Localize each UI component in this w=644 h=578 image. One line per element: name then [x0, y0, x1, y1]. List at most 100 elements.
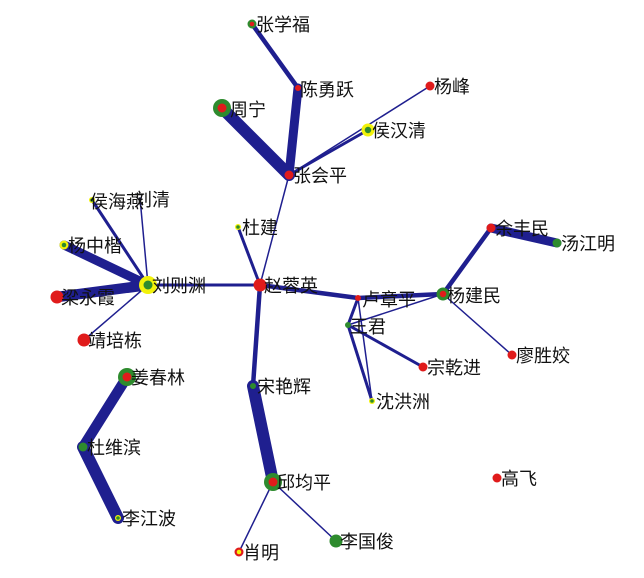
node-label-liuqing: 刘清 — [134, 190, 170, 211]
edge-yujianmin-yufengmin — [440, 225, 494, 297]
node-core-yuzhongkai — [61, 242, 67, 248]
node-core-zhanghuiping — [286, 172, 292, 178]
node-jiangchunlin[interactable]: 姜春林 — [118, 368, 185, 389]
node-label-zhangxuefu: 张学福 — [256, 15, 310, 36]
node-label-lijiangbo: 李江波 — [122, 509, 176, 530]
node-core-dujian — [236, 225, 240, 229]
edge-wangjun-shenhongzhou — [346, 323, 374, 403]
node-tangjiangming[interactable]: 汤江明 — [552, 234, 616, 255]
node-yuzhangping[interactable]: 卢章平 — [355, 290, 416, 311]
node-houhanqing[interactable]: 侯汉清 — [361, 121, 427, 142]
node-label-dujian: 杜建 — [242, 218, 278, 239]
node-label-xiaoming: 肖明 — [243, 543, 279, 564]
node-label-liangyongxia: 梁永霞 — [61, 288, 115, 309]
node-label-duweibin: 杜维滨 — [87, 438, 141, 459]
node-core-xiaoming — [236, 549, 242, 555]
node-lijiangbo[interactable]: 李江波 — [115, 509, 176, 530]
node-core-zhangxuefu — [249, 21, 255, 27]
node-core-shenhongzhou — [370, 399, 374, 403]
node-yufengmin[interactable]: 余丰民 — [486, 219, 550, 240]
node-core-liangyongxia — [53, 293, 61, 301]
edge-yuzhangping-shenhongzhou — [357, 297, 373, 402]
node-core-duweibin — [80, 444, 86, 450]
node-label-liuzeyuan: 刘则渊 — [152, 276, 206, 297]
node-label-jiangchunlin: 姜春林 — [131, 368, 185, 389]
node-core-tangjiangming — [554, 240, 560, 246]
node-liuzeyuan[interactable]: 刘则渊 — [139, 276, 206, 297]
edge-wangjun-zongqianjin — [346, 323, 425, 369]
node-core-gaofei — [494, 475, 500, 481]
node-label-songyanhui: 宋艳辉 — [257, 377, 311, 398]
node-label-jingpeidong: 靖培栋 — [88, 331, 142, 352]
node-jingpeidong[interactable]: 靖培栋 — [77, 331, 143, 352]
edge-chenyongyue-zhanghuiping — [284, 83, 303, 180]
node-core-houhaiyan — [90, 198, 94, 202]
node-gaofei[interactable]: 高飞 — [492, 469, 538, 490]
node-label-yujianmin: 杨建民 — [447, 286, 501, 307]
node-core-chenyongyue — [296, 86, 300, 90]
edge-jiangchunlin-duweibin — [77, 371, 133, 453]
node-songyanhui[interactable]: 宋艳辉 — [250, 377, 311, 398]
node-core-wangjun — [346, 323, 350, 327]
edge-zhaoyunying-yuzhangping — [257, 282, 361, 301]
node-xiaoming[interactable]: 肖明 — [234, 543, 280, 564]
edge-yuzhangping-wangjun — [346, 296, 360, 327]
edge-zhangxuefu-chenyongyue — [249, 21, 301, 91]
node-label-yangfeng: 杨峰 — [434, 77, 470, 98]
node-core-zongqianjin — [420, 364, 426, 370]
edge-liuqing-liuzeyuan — [139, 197, 149, 286]
node-dujian[interactable]: 杜建 — [235, 218, 278, 239]
node-shenhongzhou[interactable]: 沈洪洲 — [369, 392, 430, 413]
node-label-houhanqing: 侯汉清 — [372, 121, 426, 142]
node-liguojun[interactable]: 李国俊 — [329, 532, 395, 553]
edge-liangyongxia-liuzeyuan — [51, 279, 154, 303]
node-yangfeng[interactable]: 杨峰 — [425, 77, 471, 98]
edges-layer — [51, 21, 562, 553]
node-label-shenhongzhou: 沈洪洲 — [376, 392, 430, 413]
node-label-liguojun: 李国俊 — [340, 532, 394, 553]
node-liuqing[interactable]: 刘清 — [134, 190, 170, 211]
node-chenyongyue[interactable]: 陈勇跃 — [295, 80, 354, 101]
edge-yuzhangping-yujianmin — [355, 291, 446, 301]
node-duweibin[interactable]: 杜维滨 — [78, 438, 142, 459]
node-label-zhanghuiping: 张会平 — [293, 166, 347, 187]
node-wangjun[interactable]: 王君 — [345, 317, 386, 338]
node-core-jingpeidong — [80, 336, 88, 344]
edge-zhouning-zhanghuiping — [216, 102, 295, 181]
node-label-liaoshengjiao: 廖胜姣 — [516, 346, 570, 367]
node-core-yujianmin — [439, 290, 447, 298]
node-label-chenyongyue: 陈勇跃 — [300, 80, 354, 101]
node-core-houhanqing — [364, 126, 372, 134]
node-zhanghuiping[interactable]: 张会平 — [284, 166, 348, 187]
edge-yuzhongkai-liuzeyuan — [59, 240, 153, 290]
node-label-zhouning: 周宁 — [230, 100, 266, 121]
node-houhaiyan[interactable]: 侯海燕 — [89, 192, 144, 213]
node-core-zhouning — [217, 103, 227, 113]
node-label-wangjun: 王君 — [350, 317, 386, 338]
node-qiujunping[interactable]: 邱均平 — [264, 473, 331, 494]
node-zongqianjin[interactable]: 宗乾进 — [418, 358, 482, 379]
node-core-liguojun — [332, 537, 340, 545]
edge-houhaiyan-liuzeyuan — [90, 198, 150, 287]
node-label-tangjiangming: 汤江明 — [561, 234, 615, 255]
edge-qiujunping-liguojun — [272, 481, 337, 542]
node-zhouning[interactable]: 周宁 — [213, 99, 266, 121]
node-yujianmin[interactable]: 杨建民 — [436, 286, 502, 307]
node-core-zhaoyunying — [256, 281, 264, 289]
edge-yujianmin-liaoshengjiao — [442, 293, 513, 356]
node-liangyongxia[interactable]: 梁永霞 — [50, 288, 116, 309]
edge-songyanhui-qiujunping — [247, 380, 279, 488]
node-core-yuzhangping — [356, 296, 360, 300]
edge-zhanghuiping-zhaoyunying — [259, 174, 290, 286]
node-label-yufengmin: 余丰民 — [495, 219, 549, 240]
node-zhaoyunying[interactable]: 赵蓉英 — [253, 276, 319, 297]
node-label-zongqianjin: 宗乾进 — [427, 358, 481, 379]
node-zhangxuefu[interactable]: 张学福 — [247, 15, 311, 36]
node-yuzhongkai[interactable]: 杨中楷 — [59, 236, 123, 257]
node-liaoshengjiao[interactable]: 廖胜姣 — [507, 346, 571, 367]
node-label-houhaiyan: 侯海燕 — [90, 192, 144, 213]
edge-jingpeidong-liuzeyuan — [83, 284, 149, 341]
edge-wangjun-yujianmin — [347, 293, 444, 326]
node-core-songyanhui — [251, 384, 255, 388]
